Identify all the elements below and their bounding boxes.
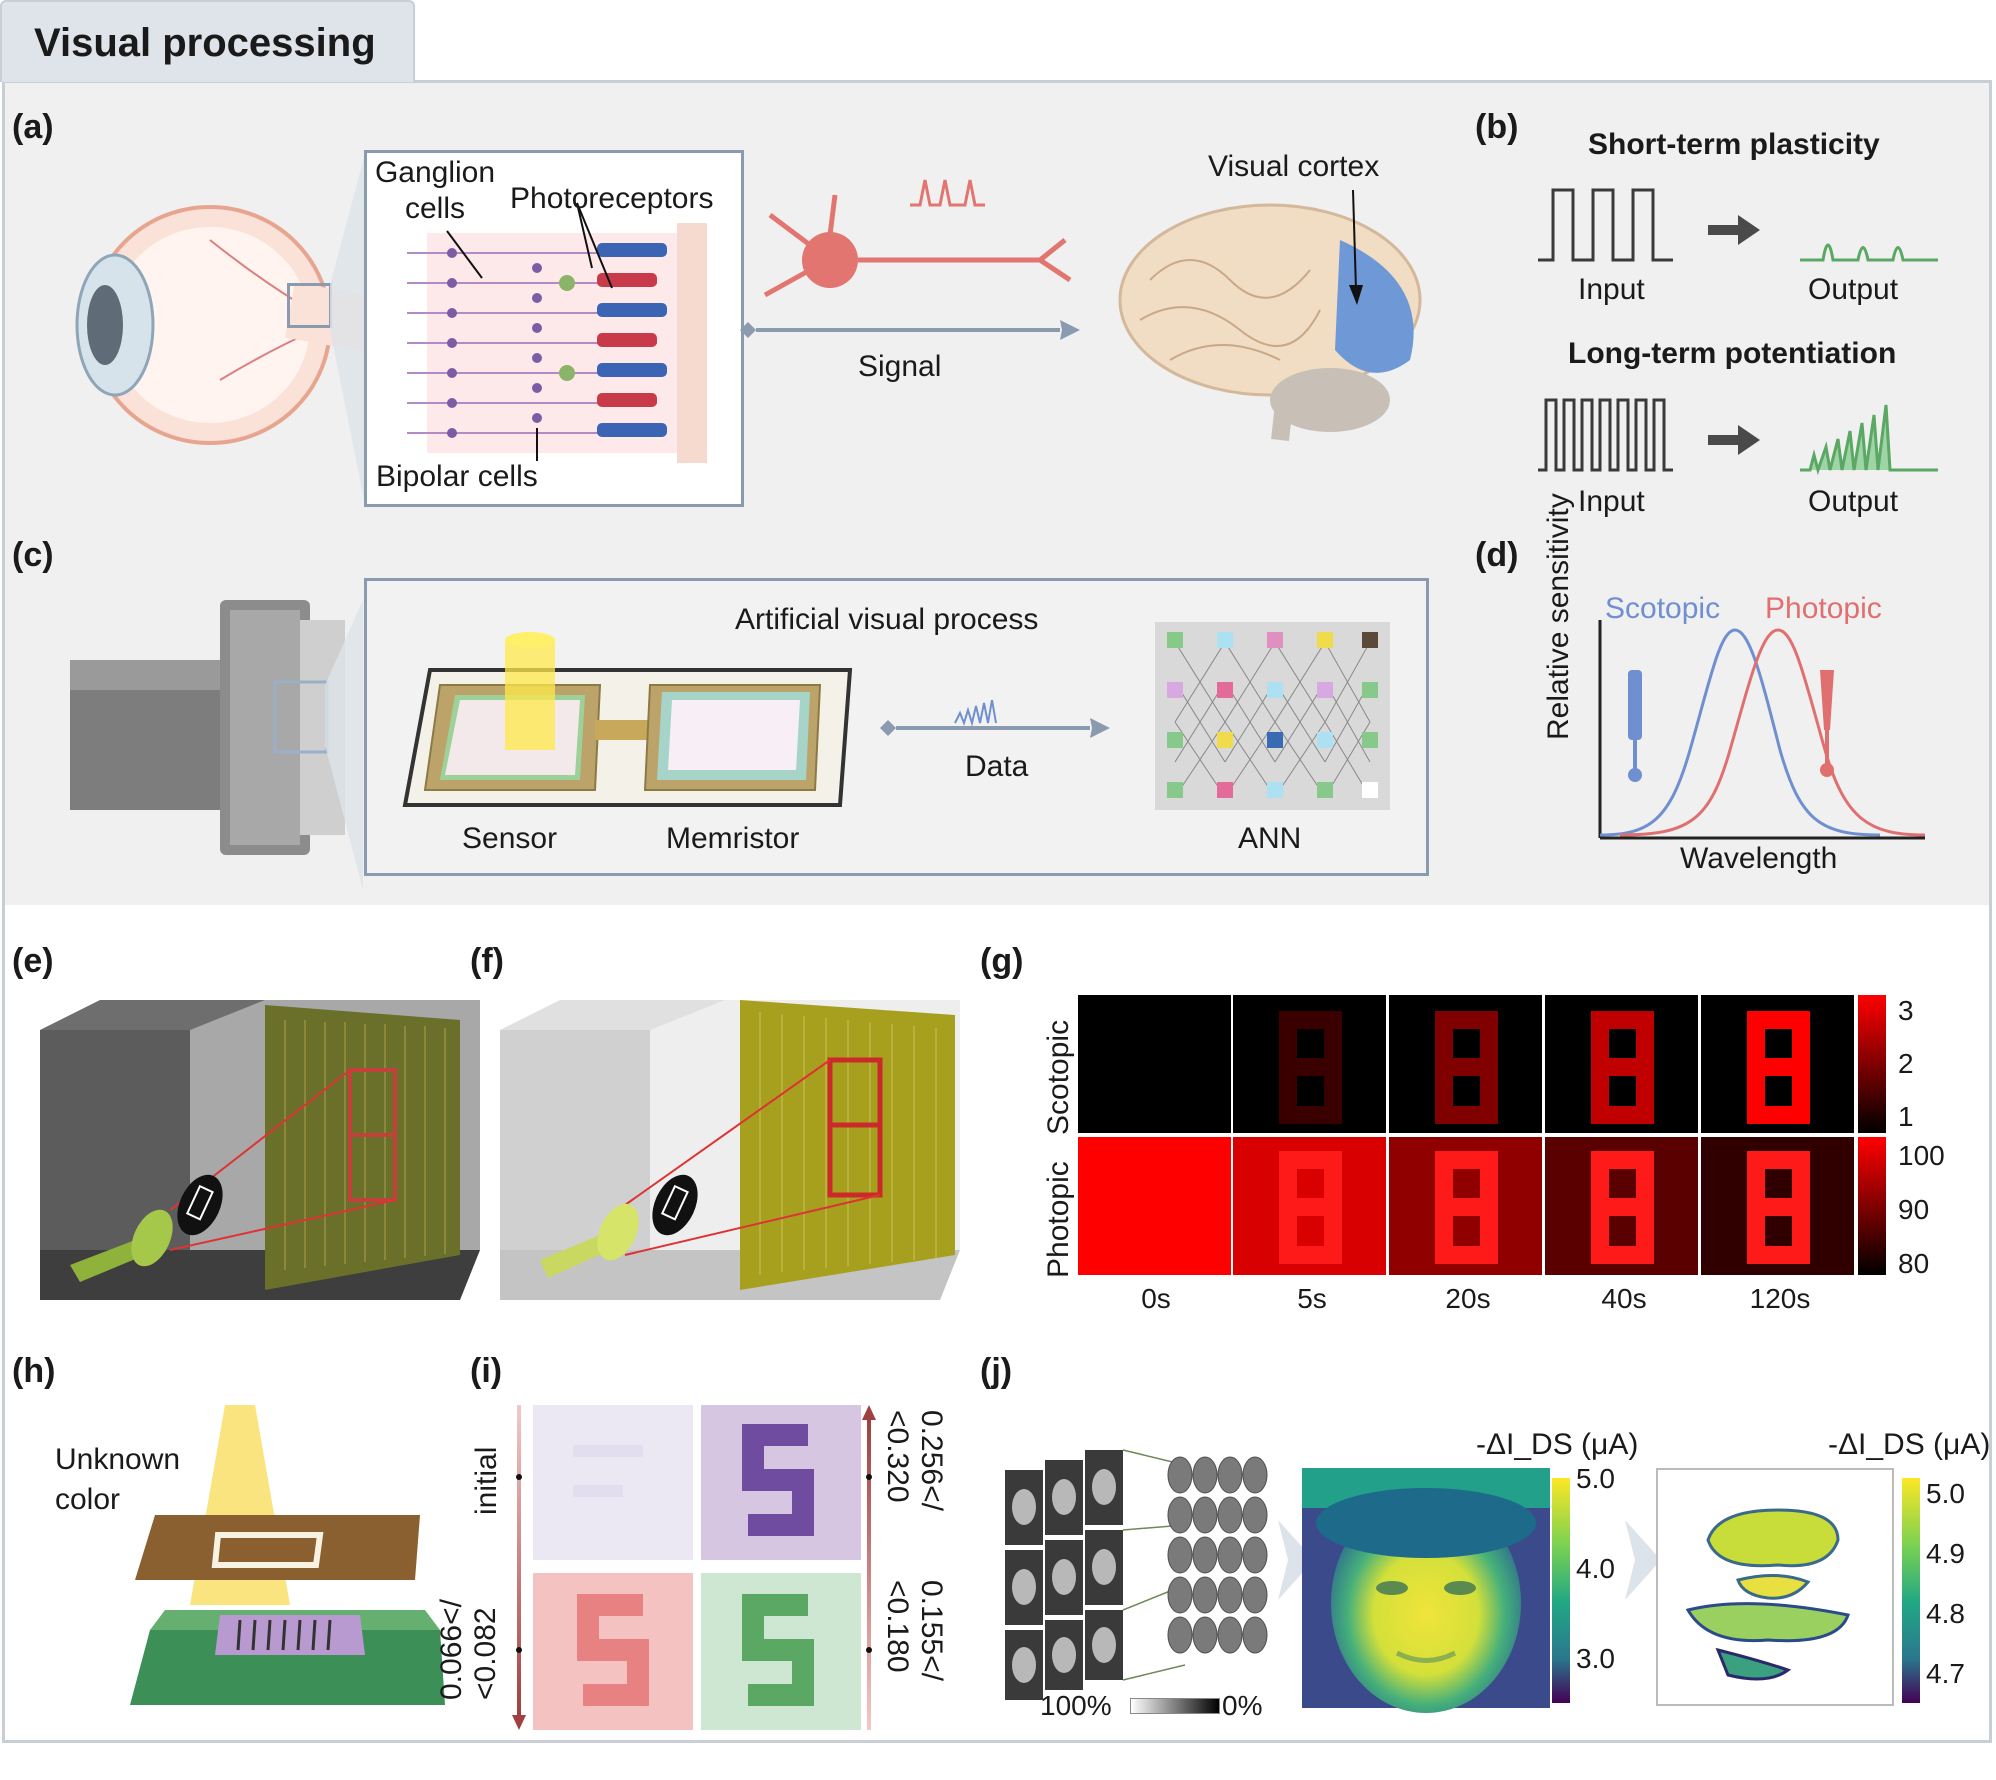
data-arrow <box>880 699 1110 738</box>
j-chevron-1 <box>1278 1520 1314 1600</box>
panel-c-label: (c) <box>12 536 54 574</box>
i-range-left: 0.066</ <0.082 <box>435 1599 502 1700</box>
relative-sensitivity-label: Relative sensitivity <box>1542 493 1575 740</box>
data-label: Data <box>965 750 1029 783</box>
g-row-scotopic: Scotopic <box>1042 1019 1075 1135</box>
cb2-tick: 4.9 <box>1926 1538 1965 1569</box>
sensor-memristor-chip <box>402 632 853 807</box>
photoreceptors-label: Photoreceptors <box>510 182 714 215</box>
visual-cortex-label: Visual cortex <box>1208 150 1380 183</box>
segmented-regions <box>1685 1508 1850 1681</box>
panel-h-label: (h) <box>12 1352 56 1390</box>
panel-g-label: (g) <box>980 942 1024 980</box>
ltp-output-label: Output <box>1808 485 1899 518</box>
adaptation-heatmap-grid <box>1078 995 1854 1275</box>
ltp-waveforms <box>1538 398 1938 476</box>
i-color-recognition-grid <box>533 1405 861 1730</box>
time-label: 120s <box>1749 1283 1811 1314</box>
panel-f-label: (f) <box>470 942 504 980</box>
scotopic-row-cells <box>1078 995 1854 1133</box>
scotopic-label: Scotopic <box>1605 592 1721 625</box>
i-right-arrow <box>862 1405 876 1730</box>
ltp-input-label: Input <box>1578 485 1645 518</box>
panel-b-label: (b) <box>1475 108 1519 146</box>
tick: 100 <box>1898 1140 1945 1171</box>
signal-label: Signal <box>858 350 942 383</box>
cb2-tick: 4.8 <box>1926 1598 1965 1629</box>
unknown-color-label: Unknown color <box>55 1443 181 1516</box>
cb1-tick: 4.0 <box>1576 1553 1615 1584</box>
color-sensor-chip-illustration <box>130 1405 445 1705</box>
cb2-title: -ΔI_DS (μA) <box>1828 1428 1991 1461</box>
g-scotopic-ticks: 3 2 1 <box>1898 995 1914 1133</box>
cb2-tick: 5.0 <box>1926 1478 1965 1509</box>
cb1-tick: 3.0 <box>1576 1643 1615 1674</box>
tick: 3 <box>1898 995 1914 1026</box>
face-array-illustration <box>1005 1449 1268 1700</box>
j-colorbar-2 <box>1902 1478 1920 1703</box>
time-label: 40s <box>1601 1283 1647 1314</box>
grayscale-bar <box>1130 1698 1220 1714</box>
ltp-title: Long-term potentiation <box>1568 337 1897 370</box>
scotopic-projection-illustration <box>40 1000 480 1300</box>
page-title: Visual processing <box>0 0 415 82</box>
stp-input-label: Input <box>1578 273 1645 306</box>
g-photopic-ticks: 100 90 80 <box>1898 1140 1945 1280</box>
stp-output-label: Output <box>1808 273 1899 306</box>
panel-d-label: (d) <box>1475 536 1519 574</box>
retina-zoom-box <box>364 150 744 507</box>
camera-zoom-wedge <box>325 600 363 890</box>
face-segmented-map <box>1656 1468 1894 1706</box>
wavelength-label: Wavelength <box>1680 842 1838 875</box>
tick: 80 <box>1898 1248 1930 1279</box>
photopic-row-cells <box>1078 1137 1854 1275</box>
memristor-label: Memristor <box>666 822 800 855</box>
bipolar-cells-label: Bipolar cells <box>376 460 538 493</box>
ann-label: ANN <box>1238 822 1302 855</box>
camera-illustration <box>70 600 345 855</box>
panel-a-label: (a) <box>12 108 54 146</box>
brain-illustration <box>1118 203 1422 441</box>
cb1-title: -ΔI_DS (μA) <box>1476 1428 1639 1461</box>
i-range-right-bottom: 0.155</ <0.180 <box>881 1580 948 1681</box>
eye-zoom-marker <box>287 283 332 328</box>
g-row-photopic: Photopic <box>1042 1161 1075 1278</box>
ann-network-diagram <box>1155 622 1390 810</box>
cb1-tick: 5.0 <box>1576 1463 1615 1494</box>
rod-cell-icon <box>1628 670 1642 782</box>
i-left-arrow <box>512 1405 526 1730</box>
ganglion-cells-label: Ganglion cells <box>374 156 496 225</box>
neuron-signal-illustration <box>740 179 1080 340</box>
panel-i-label: (i) <box>470 1352 503 1390</box>
g-colorbars <box>1858 995 1886 1275</box>
photopic-label: Photopic <box>1765 592 1882 625</box>
retina-cells-illustration <box>407 223 707 463</box>
tick: 2 <box>1898 1048 1914 1079</box>
tick: 90 <box>1898 1194 1930 1225</box>
panel-e-label: (e) <box>12 942 54 980</box>
time-label: 20s <box>1445 1283 1491 1314</box>
cb2-tick: 4.7 <box>1926 1658 1965 1689</box>
visual-cortex-arrow <box>1349 189 1363 305</box>
sensor-label: Sensor <box>462 822 558 855</box>
stp-title: Short-term plasticity <box>1588 128 1880 161</box>
cone-cell-icon <box>1820 670 1834 777</box>
retina-arrows <box>446 202 613 461</box>
j-chevron-2 <box>1625 1520 1661 1600</box>
panel-j-label: (j) <box>980 1352 1013 1390</box>
spectral-sensitivity-chart <box>1598 620 1926 840</box>
pct-high-label: 100% <box>1040 1690 1112 1721</box>
tick: 1 <box>1898 1101 1914 1132</box>
time-label: 0s <box>1141 1283 1171 1314</box>
face-current-map <box>1302 1468 1550 1713</box>
stp-waveforms <box>1538 188 1938 262</box>
figure-frame <box>2 80 1992 1743</box>
g-time-labels: 0s 5s 20s 40s 120s <box>1078 1283 1858 1315</box>
zoom-wedge <box>330 150 366 510</box>
pct-low-label: 0% <box>1222 1690 1263 1721</box>
time-label: 5s <box>1297 1283 1327 1314</box>
photopic-projection-illustration <box>500 1000 960 1300</box>
artificial-process-title: Artificial visual process <box>735 603 1039 636</box>
j-colorbar-1 <box>1552 1478 1570 1703</box>
